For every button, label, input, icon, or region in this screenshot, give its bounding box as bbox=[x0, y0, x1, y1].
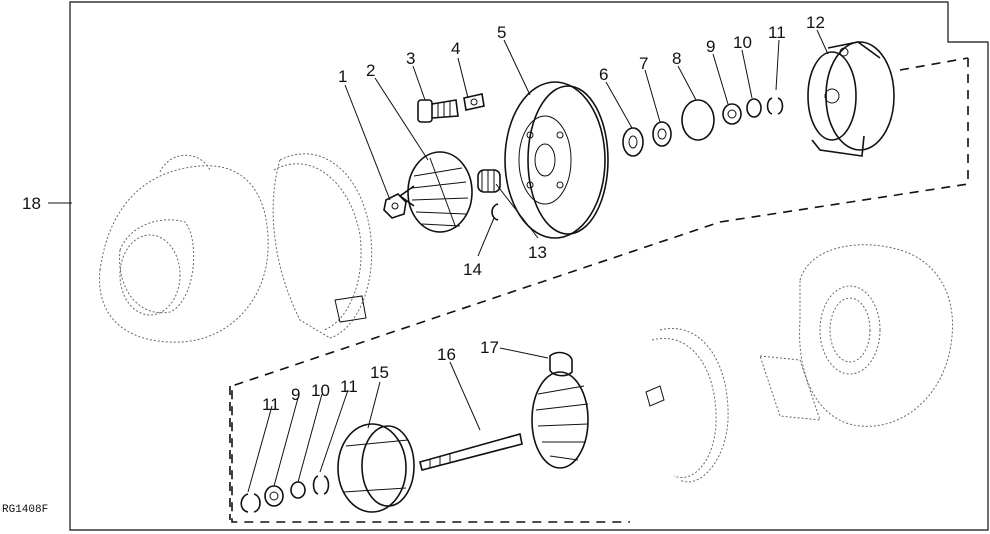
callout-18: 18 bbox=[22, 194, 41, 213]
part-10-ring-lower bbox=[290, 481, 306, 499]
callout-6: 6 bbox=[599, 65, 608, 84]
part-8-o-ring bbox=[681, 99, 715, 141]
callout-9-lower: 9 bbox=[291, 385, 300, 404]
part-10-ring-upper bbox=[746, 98, 762, 118]
callout-12: 12 bbox=[806, 13, 825, 32]
assembly-boundary-dashed bbox=[231, 58, 969, 523]
assembly-axis-dashed bbox=[229, 57, 969, 520]
part-11-snap-ring-lower-right bbox=[312, 475, 330, 495]
part-3-screw bbox=[417, 99, 459, 123]
callout-17: 17 bbox=[480, 338, 499, 357]
callout-15: 15 bbox=[370, 363, 389, 382]
callout-3: 3 bbox=[406, 49, 415, 68]
figure-code: RG1408F bbox=[2, 504, 48, 516]
part-9-bearing-upper bbox=[722, 103, 742, 125]
part-13-thrust-collar bbox=[477, 169, 501, 193]
callout-5: 5 bbox=[497, 23, 506, 42]
v-band-clamp-compressor bbox=[272, 153, 373, 339]
part-4-lock-washer bbox=[463, 93, 485, 111]
callout-4: 4 bbox=[451, 39, 460, 58]
callout-9-upper: 9 bbox=[706, 37, 715, 56]
callout-13: 13 bbox=[528, 243, 547, 262]
v-band-clamp-turbine bbox=[645, 328, 729, 483]
callout-11-lower-right: 11 bbox=[340, 377, 358, 396]
callout-10-upper: 10 bbox=[733, 33, 752, 52]
part-7-thrust-bearing bbox=[652, 121, 672, 147]
callout-16: 16 bbox=[437, 345, 456, 364]
part-16-turbine-wheel-shaft bbox=[419, 371, 589, 471]
compressor-housing bbox=[99, 154, 269, 343]
callout-14: 14 bbox=[463, 260, 482, 279]
callout-1: 1 bbox=[338, 67, 347, 86]
callout-11-lower-left: 11 bbox=[262, 395, 280, 414]
part-2-compressor-wheel bbox=[398, 151, 473, 233]
callout-11-upper: 11 bbox=[768, 23, 786, 42]
part-11-snap-ring-upper bbox=[766, 97, 784, 115]
callout-10-lower: 10 bbox=[311, 381, 330, 400]
callout-7: 7 bbox=[639, 54, 648, 73]
part-5-backplate bbox=[504, 81, 609, 239]
part-6-seal-ring bbox=[622, 127, 644, 157]
turbine-housing bbox=[759, 244, 954, 427]
leader-lines bbox=[48, 29, 829, 493]
part-12-center-housing bbox=[807, 41, 895, 157]
part-14-retaining-ring bbox=[491, 203, 499, 221]
part-9-bearing-lower bbox=[264, 485, 284, 507]
figure-frame bbox=[69, 1, 989, 531]
part-1-nut bbox=[383, 193, 407, 219]
callout-2: 2 bbox=[366, 61, 375, 80]
part-11-snap-ring-lower-left bbox=[240, 493, 261, 513]
part-15-flange bbox=[337, 423, 415, 513]
callout-8: 8 bbox=[672, 49, 681, 68]
